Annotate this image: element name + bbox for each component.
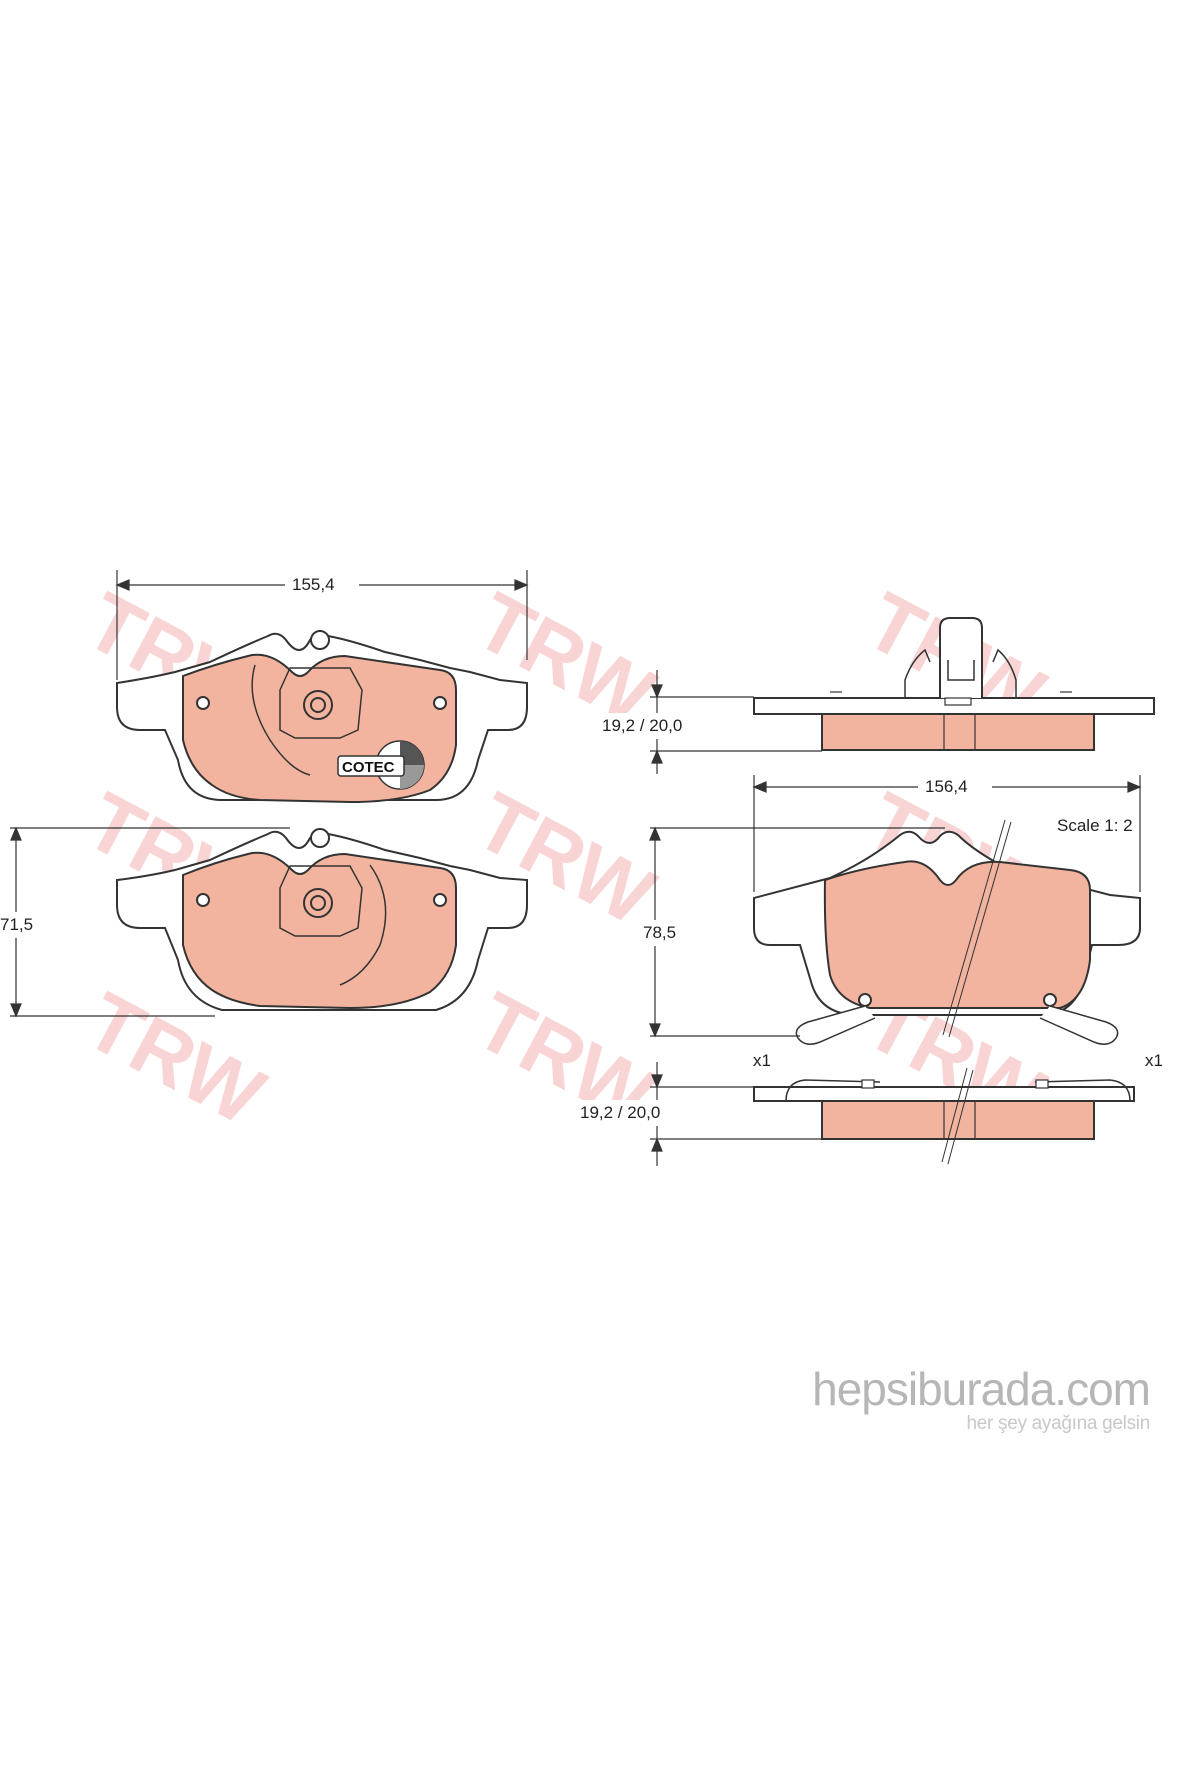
pad-hole-right-bottom	[433, 893, 447, 907]
break-line-low-a	[941, 1067, 968, 1163]
spring-left	[904, 648, 931, 698]
pad-right-hole-left	[858, 993, 872, 1007]
dim-height-left: 71,5	[0, 915, 33, 934]
dimension-thickness-top	[650, 670, 822, 774]
break-line-mid-b	[948, 821, 1012, 1038]
clip-top-view	[939, 617, 983, 698]
quantity-right: x1	[1145, 1051, 1163, 1070]
pad-right-back	[753, 819, 1141, 1045]
friction-material-right	[823, 860, 1091, 1009]
mount-hole-bottom-left	[310, 828, 330, 848]
spring-leg-right	[1039, 1005, 1119, 1045]
center-circle-inner-bottom	[310, 895, 326, 911]
mount-hole-top-left	[310, 630, 330, 650]
friction-material-bottom-left	[182, 851, 457, 1010]
scale-label: Scale 1: 2	[1057, 816, 1133, 835]
pad-hole-left-top	[196, 696, 210, 710]
pad-hole-right-top	[433, 696, 447, 710]
hepsiburada-branding: hepsiburada.com her şey ayağına gelsin	[790, 1363, 1151, 1435]
spring-right	[992, 648, 1017, 698]
dim-thickness-top: 19,2 / 20,0	[602, 716, 682, 735]
dim-height-right: 78,5	[643, 923, 676, 942]
quantity-left: x1	[753, 1051, 771, 1070]
backing-strip-bottom	[753, 1086, 1135, 1102]
dim-width-top-left: 155,4	[292, 575, 335, 594]
clip-tab	[947, 660, 975, 681]
cotec-logo: COTEC	[337, 740, 425, 790]
spring-leg-left	[795, 1005, 876, 1045]
center-circle-inner-top	[310, 697, 326, 713]
wear-arc-top	[251, 664, 311, 776]
clip-outline-top	[279, 667, 363, 739]
cotec-label: COTEC	[342, 759, 395, 776]
break-line-mid-a	[942, 819, 1006, 1036]
dim-width-right: 156,4	[925, 777, 968, 796]
center-circle-top	[303, 690, 333, 720]
dimension-thickness-bottom	[650, 1062, 822, 1166]
side-view-bottom-right	[753, 1067, 1135, 1165]
friction-block-bottom	[821, 1100, 1095, 1140]
wear-arc-bottom	[339, 864, 387, 986]
dim-thickness-bottom: 19,2 / 20,0	[580, 1103, 660, 1122]
pad-bottom-left	[116, 828, 528, 1011]
side-view-top-right	[753, 617, 1155, 751]
dimension-width-top-left	[115, 570, 529, 680]
pad-right-hole-right	[1043, 993, 1057, 1007]
clip-outline-bottom	[279, 865, 363, 937]
spring-profile-right	[1034, 1079, 1131, 1102]
center-circle-bottom	[303, 888, 333, 918]
brand-tagline: her şey ayağına gelsin	[966, 1413, 1150, 1434]
pad-hole-left-bottom	[196, 893, 210, 907]
brand-site-name: hepsiburada.com	[812, 1363, 1151, 1415]
spring-profile-left	[785, 1079, 881, 1102]
friction-block-top	[821, 713, 1095, 751]
break-line-low-b	[947, 1069, 974, 1165]
